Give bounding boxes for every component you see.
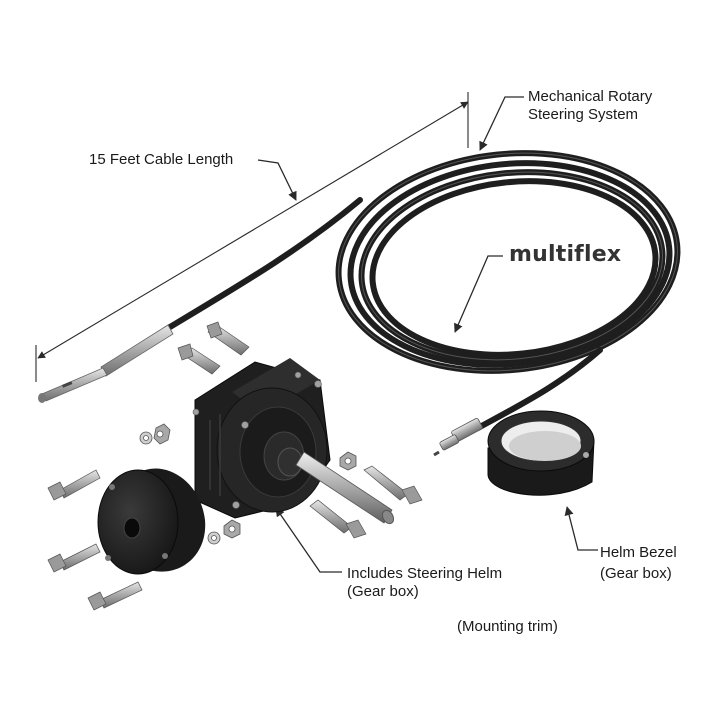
steering-helm-gearbox bbox=[192, 358, 331, 519]
nuts-washers bbox=[139, 423, 357, 545]
helm-label-line2: (Gear box) bbox=[347, 583, 419, 600]
brand-logo-text: multiflex bbox=[509, 242, 622, 267]
steering-shaft bbox=[295, 451, 395, 525]
system-label-line1: Mechanical Rotary bbox=[528, 88, 653, 105]
helm-label-line1: Includes Steering Helm bbox=[347, 565, 503, 582]
leader-lines bbox=[257, 96, 598, 573]
cable-end-fitting bbox=[433, 417, 483, 457]
bolts bbox=[47, 321, 423, 611]
cable-tail bbox=[475, 347, 603, 431]
cable-length-label: 15 Feet Cable Length bbox=[89, 151, 234, 168]
mounting-trim-cap bbox=[97, 468, 206, 575]
bezel-label-line2: (Gear box) bbox=[600, 565, 672, 582]
helm-bezel bbox=[487, 410, 595, 496]
dimension-line bbox=[35, 92, 469, 382]
coiled-cable bbox=[335, 150, 681, 374]
cable-rod-end bbox=[38, 324, 174, 403]
trim-label: (Mounting trim) bbox=[457, 618, 558, 635]
system-label-line2: Steering System bbox=[528, 106, 639, 123]
bezel-label-line1: Helm Bezel bbox=[600, 544, 677, 561]
